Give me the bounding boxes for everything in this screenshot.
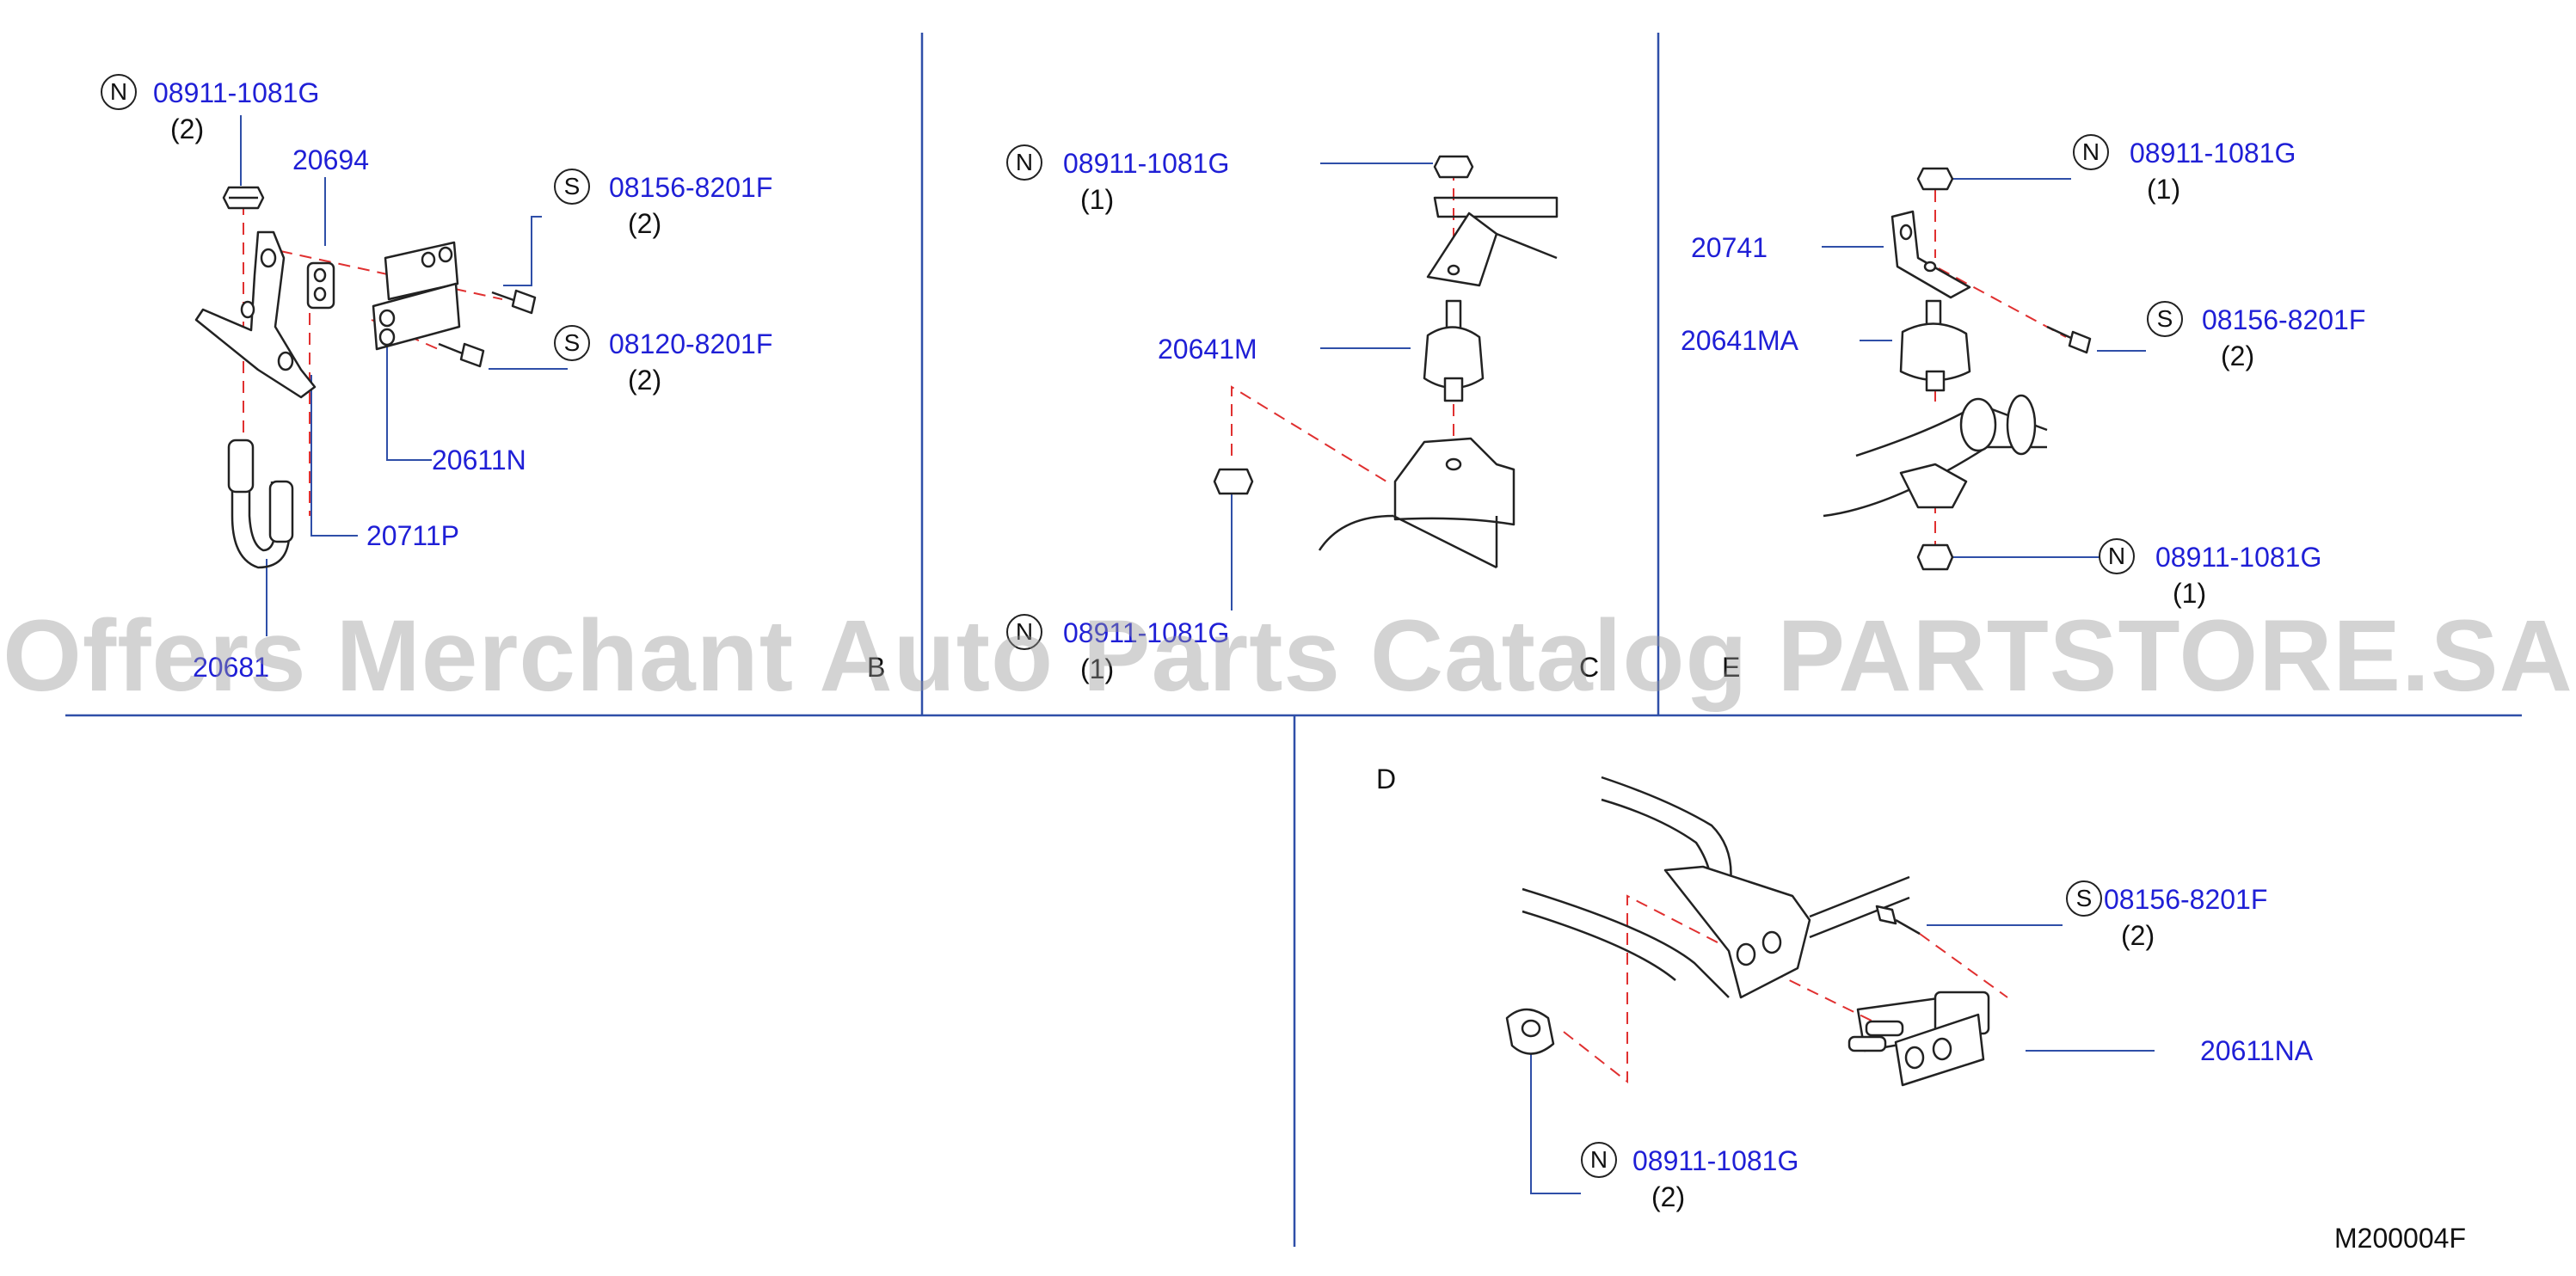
part-number-label[interactable]: 08156-8201F	[2104, 884, 2268, 915]
hanger-20611N	[372, 241, 461, 351]
nut-c-bottom	[1916, 543, 1954, 571]
part-number-label[interactable]: 08911-1081G	[1063, 617, 1230, 648]
quantity-label: (2)	[2121, 920, 2155, 951]
nut-b-top	[1433, 155, 1474, 179]
part-number-label[interactable]: 08156-8201F	[2202, 304, 2366, 335]
badge-n: N	[101, 74, 137, 110]
frame-d	[1522, 776, 1910, 998]
bracket-b-upper	[1426, 196, 1559, 287]
mount-20641MA	[1899, 299, 1971, 392]
nut-c-top	[1916, 167, 1954, 191]
badge-s: S	[2066, 880, 2102, 917]
badge-s: S	[2147, 301, 2183, 337]
badge-n: N	[1006, 614, 1042, 650]
section-label-c: C	[1579, 652, 1600, 683]
leader-lines	[240, 115, 2155, 1194]
quantity-label: (1)	[1080, 184, 1115, 215]
badge-n: N	[2073, 134, 2109, 170]
part-number-label[interactable]: 20611N	[432, 445, 526, 475]
bracket-d	[1663, 865, 1811, 999]
part-number-label[interactable]: 08120-8201F	[609, 328, 773, 359]
part-number-label[interactable]: 08911-1081G	[153, 77, 320, 108]
part-number-label[interactable]: 20611NA	[2200, 1035, 2314, 1066]
part-number-label[interactable]: 20681	[193, 652, 269, 683]
part-number-label[interactable]: 20711P	[366, 520, 459, 551]
rubber-20694	[306, 261, 335, 310]
badge-n: N	[1006, 144, 1042, 181]
quantity-label: (1)	[1080, 653, 1115, 684]
pipe-c	[1823, 394, 2048, 518]
bolt-d	[1875, 905, 1921, 936]
badge-n: N	[1581, 1142, 1617, 1178]
quantity-label: (2)	[1651, 1181, 1686, 1212]
section-label-b: B	[867, 652, 886, 683]
part-number-label[interactable]: 20641MA	[1681, 325, 1798, 356]
part-number-label[interactable]: 08911-1081G	[1632, 1145, 1799, 1176]
bolt-c	[2046, 325, 2092, 354]
badge-s: S	[554, 325, 590, 361]
part-number-label[interactable]: 08911-1081G	[1063, 148, 1230, 179]
quantity-label: (1)	[2147, 174, 2181, 205]
part-number-label[interactable]: 08156-8201F	[609, 172, 773, 203]
u-clamp-20681	[227, 439, 294, 569]
part-number-label[interactable]: 08911-1081G	[2130, 138, 2296, 169]
section-label-d: D	[1376, 764, 1397, 794]
nut-b-side	[1213, 468, 1254, 495]
panel-dividers	[65, 33, 2522, 1247]
bracket-b-lower	[1318, 437, 1515, 569]
quantity-label: (2)	[2221, 340, 2255, 371]
part-illustrations	[194, 155, 2092, 1087]
nut-a	[222, 186, 265, 210]
part-number-label[interactable]: 20694	[292, 144, 369, 175]
nut-d	[1505, 1008, 1555, 1055]
bracket-a	[194, 230, 317, 399]
quantity-label: (2)	[628, 365, 662, 396]
quantity-label: (2)	[628, 208, 662, 239]
hanger-20611NA	[1847, 991, 1990, 1087]
bracket-20741	[1891, 210, 1971, 299]
diagram-code: M200004F	[2334, 1223, 2466, 1254]
quantity-label: (2)	[170, 113, 205, 144]
section-label-e: E	[1722, 652, 1741, 683]
bolts-a	[438, 289, 537, 368]
part-number-label[interactable]: 08911-1081G	[2155, 542, 2322, 573]
quantity-label: (1)	[2173, 578, 2207, 609]
badge-s: S	[554, 169, 590, 205]
badge-n: N	[2099, 538, 2135, 574]
part-number-label[interactable]: 20641M	[1158, 334, 1257, 365]
mount-20641M	[1423, 299, 1485, 402]
part-number-label[interactable]: 20741	[1691, 232, 1768, 263]
